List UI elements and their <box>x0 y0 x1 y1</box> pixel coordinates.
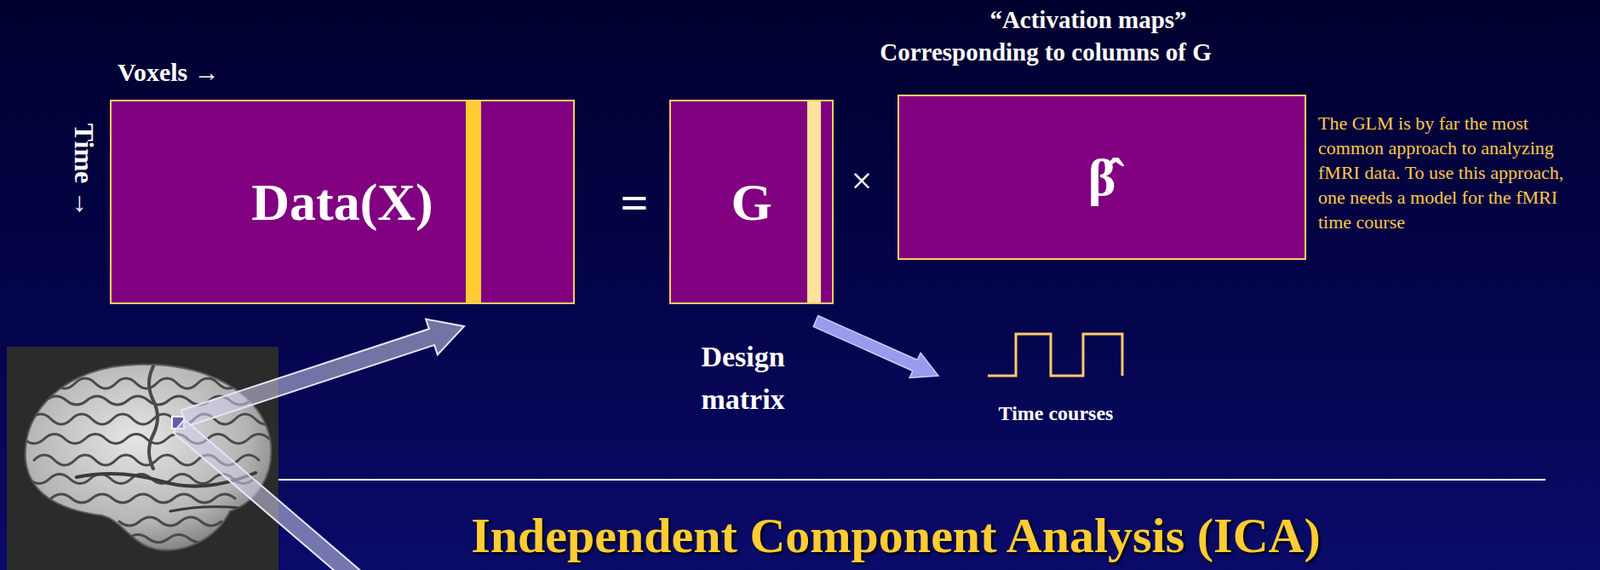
matrix-caption: Design matrix <box>700 335 785 421</box>
central-sulcus <box>149 366 158 469</box>
square-wave <box>987 333 1123 376</box>
column-highlight <box>465 101 482 303</box>
brain-photo-ground <box>6 346 279 570</box>
plot-caption: Time courses <box>998 401 1114 425</box>
matrix-name: β̂ <box>1088 148 1117 207</box>
sulcus <box>119 516 222 526</box>
sulcus <box>127 534 210 543</box>
matrix-name: G <box>730 172 772 231</box>
matrix-name: Data(X) <box>251 172 434 231</box>
beta-matrix-box: “Activation maps”Corresponding to column… <box>897 94 1307 260</box>
section-heading: Independent Component Analysis (ICA) <box>470 508 1320 563</box>
cerebellum-line <box>170 506 239 511</box>
design-matrix-box: GDesign matrix <box>669 99 834 304</box>
sulcus <box>30 413 276 425</box>
side-note: The GLM is by far the most common approa… <box>1318 110 1589 235</box>
design-arrow <box>813 315 939 379</box>
data-matrix-box: Data(X) <box>109 99 575 304</box>
voxel-arrow <box>181 319 465 427</box>
map-heading: “Activation maps” <box>989 6 1187 35</box>
equals-sign: = <box>619 175 649 230</box>
times-sign: × <box>851 160 873 202</box>
divider-line <box>278 478 1546 481</box>
sulcus <box>51 493 236 503</box>
axis-label: Voxels → <box>117 57 220 87</box>
map-subheading: Corresponding to columns of G <box>879 39 1211 67</box>
column-highlight <box>807 101 821 303</box>
sulcus <box>34 378 259 389</box>
sulcus <box>23 434 270 444</box>
axis-label: Time → <box>68 123 98 218</box>
voxel-arrow <box>173 418 364 570</box>
